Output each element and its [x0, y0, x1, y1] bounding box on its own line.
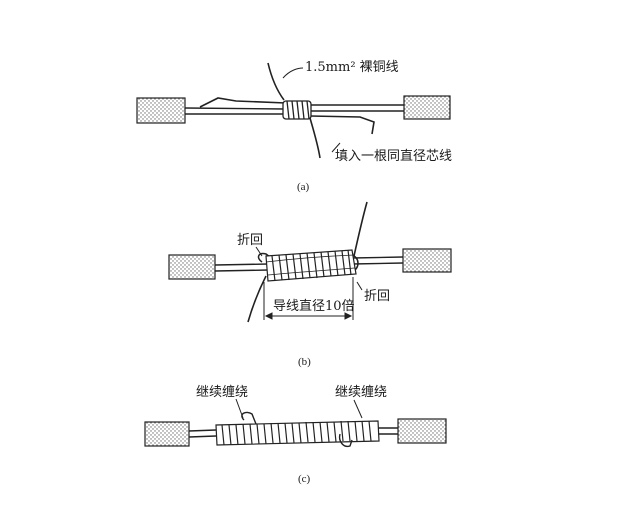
panel-a: 1.5mm² 裸铜线 填入一根同直径芯线 (a): [136, 60, 452, 193]
label-fold-back-left: 折回: [237, 233, 263, 248]
wrap-coil-a: [282, 100, 312, 120]
leader-bare-copper: [282, 67, 304, 79]
label-bare-copper: 1.5mm² 裸铜线: [305, 60, 399, 75]
fold-back-left-hook: [257, 252, 275, 263]
label-length-note: 导线直径10倍: [273, 299, 355, 314]
bare-copper-top-end: [353, 201, 368, 257]
bare-copper-top-end: [267, 62, 285, 101]
leader-continue-right: [353, 399, 363, 419]
right-core-upper: [351, 256, 404, 259]
left-insulation: [136, 97, 186, 124]
leader-fold-left: [255, 246, 263, 257]
leader-continue-left: [235, 398, 244, 419]
label-continue-left: 继续缠绕: [196, 384, 248, 400]
leader-fold-right: [356, 281, 363, 291]
length-dimension: [263, 277, 354, 320]
filler-core-left-end: [199, 97, 287, 108]
panel-b: 折回 折回 导线直径10倍 (b): [168, 201, 452, 368]
left-core-upper: [188, 429, 217, 432]
label-filler-core: 填入一根同直径芯线: [335, 149, 452, 164]
left-core-lower: [214, 269, 269, 272]
bare-copper-bottom-end: [247, 275, 267, 323]
caption-b: (b): [298, 356, 311, 368]
right-insulation: [402, 248, 452, 273]
caption-a: (a): [297, 181, 310, 193]
wrap-coil-c: [215, 411, 380, 448]
right-insulation: [397, 418, 447, 444]
left-core-lower: [188, 435, 217, 438]
filler-core-right-end: [309, 115, 375, 135]
wrap-coil-b: [265, 249, 357, 282]
bare-copper-bottom-end: [309, 117, 321, 159]
caption-c: (c): [298, 473, 311, 485]
right-insulation: [403, 95, 451, 120]
left-insulation: [144, 421, 190, 447]
right-core-lower: [351, 262, 404, 265]
label-continue-right: 继续缠绕: [335, 384, 387, 400]
panel-c: 继续缠绕 继续缠绕 (c): [144, 384, 447, 485]
left-core-upper: [184, 107, 286, 110]
leader-filler-core: [331, 142, 341, 153]
left-core-upper: [214, 263, 269, 266]
left-insulation: [168, 254, 216, 280]
label-fold-back-right: 折回: [364, 289, 390, 304]
